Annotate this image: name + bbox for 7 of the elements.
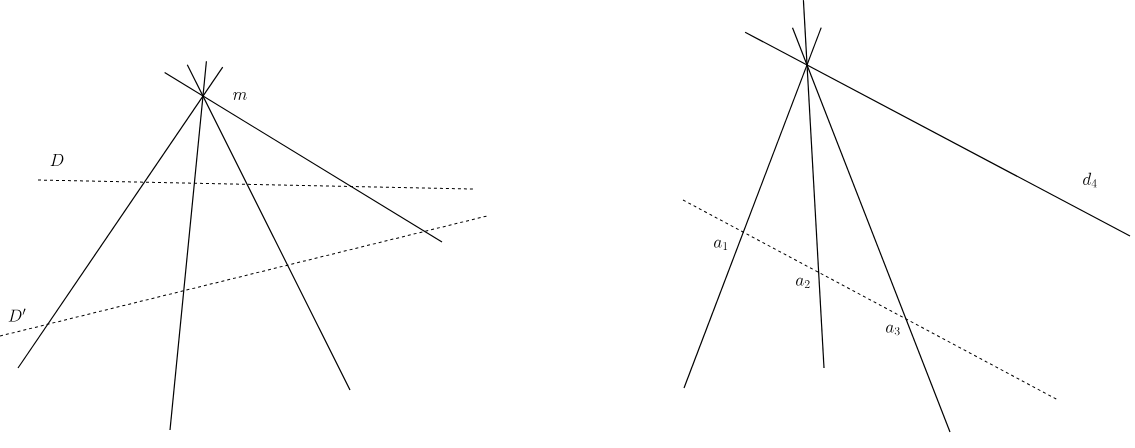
point-label: $a_3$ — [886, 324, 900, 336]
point-label: $a_1$ — [714, 239, 728, 250]
point-label: $m$ — [233, 92, 247, 100]
point-label: $D'$ — [8, 308, 26, 322]
point-label: $D$ — [50, 154, 64, 166]
point-label: $a_2$ — [796, 277, 810, 288]
point-label: $d_4$ — [1083, 172, 1097, 188]
